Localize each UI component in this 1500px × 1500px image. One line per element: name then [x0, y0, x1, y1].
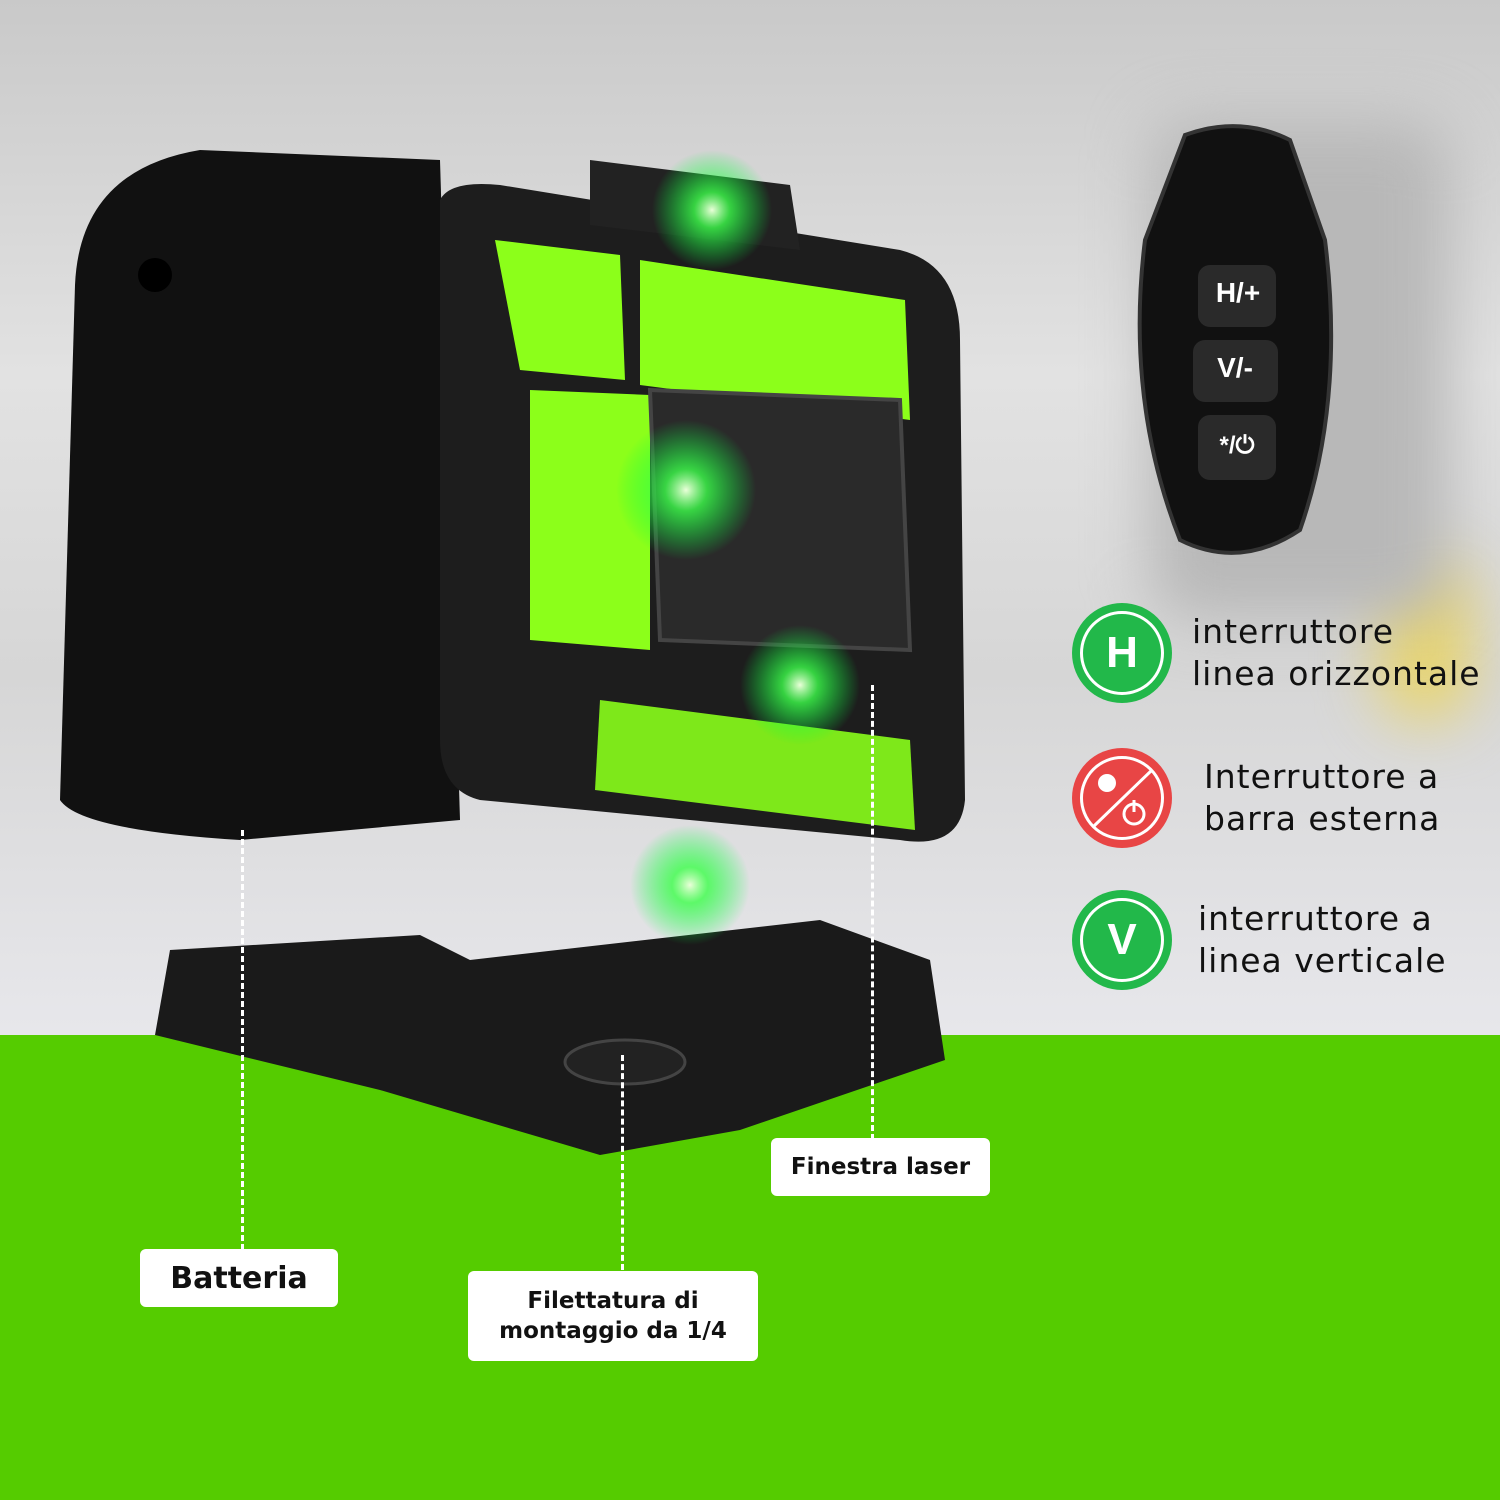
outdoor-power-icon — [1072, 748, 1172, 848]
battery-leader-line — [241, 830, 244, 1250]
remote-button-power: */⏻ — [1219, 432, 1255, 459]
callout-mounting-thread: Filettatura di montaggio da 1/4 — [468, 1271, 758, 1361]
callout-line: Filettatura di — [527, 1288, 699, 1314]
horizontal-line-icon: H — [1072, 603, 1172, 703]
callout-line: montaggio da 1/4 — [499, 1318, 727, 1344]
battery-housing — [60, 150, 460, 840]
callout-laser-window: Finestra laser — [771, 1138, 990, 1196]
green-panel — [530, 390, 650, 650]
vertical-line-icon: V — [1072, 890, 1172, 990]
remote-button-h: H/+ — [1215, 277, 1261, 308]
remote-control — [1137, 124, 1334, 555]
remote-button-bg — [1198, 415, 1276, 480]
battery-hole — [138, 258, 172, 292]
callout-battery: Batteria — [140, 1249, 338, 1307]
remote-button-bg — [1198, 265, 1276, 327]
mounting-base — [155, 920, 945, 1155]
thread-leader-line — [621, 1055, 624, 1270]
laser-glow — [616, 150, 860, 945]
mounting-thread — [563, 1038, 687, 1086]
green-panel — [495, 240, 625, 380]
green-panel — [640, 260, 910, 420]
remote-button-bg — [1193, 340, 1278, 402]
remote-button-v: V/- — [1217, 352, 1253, 383]
laser-leader-line — [871, 685, 874, 1140]
